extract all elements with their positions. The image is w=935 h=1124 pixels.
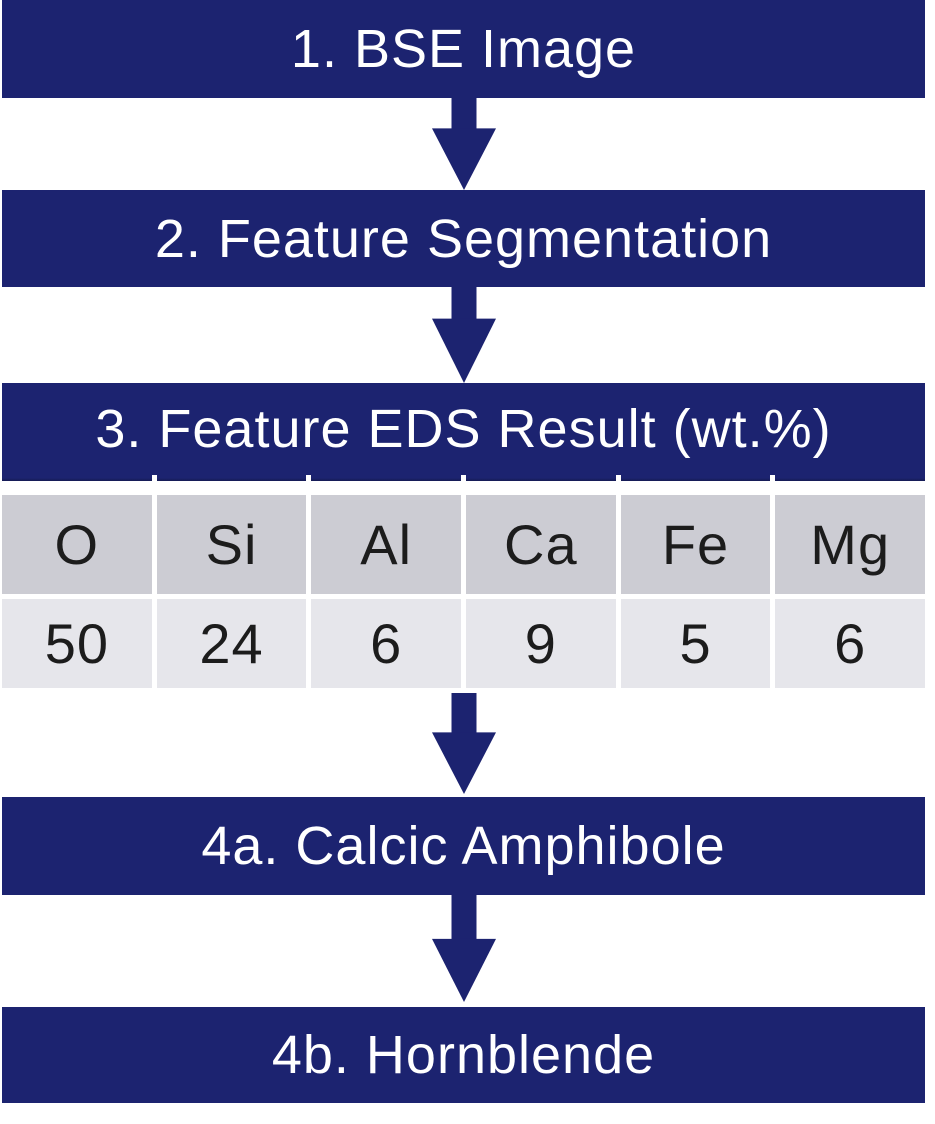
- table-edge-segment: [156, 475, 307, 481]
- eds-value-cell-ca: 9: [466, 599, 616, 688]
- flow-arrow-4: [2, 895, 925, 1002]
- eds-value-cell-fe: 5: [620, 599, 771, 688]
- step-1-bse-image-banner: 1. BSE Image: [2, 0, 925, 98]
- eds-header-cell-si: Si: [156, 495, 307, 594]
- eds-table-value-row: 50 24 6 9 5 6: [2, 599, 926, 688]
- table-edge-segment: [466, 475, 616, 481]
- eds-value-cell-al: 6: [311, 599, 462, 688]
- step-2-feature-segmentation-banner: 2. Feature Segmentation: [2, 190, 925, 287]
- table-edge-segment: [2, 475, 152, 481]
- eds-value-cell-o: 50: [2, 599, 152, 688]
- table-edge-segment: [311, 475, 462, 481]
- step-4a-calcic-amphibole-banner: 4a. Calcic Amphibole: [2, 797, 925, 895]
- step-4b-hornblende-banner: 4b. Hornblende: [2, 1007, 925, 1103]
- eds-value-cell-si: 24: [156, 599, 307, 688]
- eds-header-cell-mg: Mg: [775, 495, 926, 594]
- step-1-label: 1. BSE Image: [290, 19, 637, 79]
- eds-header-cell-fe: Fe: [620, 495, 771, 594]
- arrow-down-icon: [431, 895, 496, 1002]
- eds-value-cell-mg: 6: [775, 599, 926, 688]
- eds-table-header-row: O Si Al Ca Fe Mg: [2, 495, 926, 594]
- flow-arrow-3: [2, 693, 925, 794]
- step-2-label: 2. Feature Segmentation: [154, 208, 773, 269]
- table-top-edge-strip: [2, 475, 926, 481]
- arrow-down-icon: [431, 693, 496, 794]
- flow-arrow-2: [2, 287, 925, 383]
- step-3-feature-eds-result-banner: 3. Feature EDS Result (wt.%): [2, 383, 925, 475]
- eds-header-cell-al: Al: [311, 495, 462, 594]
- step-4a-label: 4a. Calcic Amphibole: [201, 816, 726, 876]
- flow-arrow-1: [2, 98, 925, 190]
- step-4b-label: 4b. Hornblende: [271, 1025, 656, 1085]
- table-edge-segment: [775, 475, 926, 481]
- eds-header-cell-o: O: [2, 495, 152, 594]
- arrow-down-icon: [431, 98, 496, 190]
- arrow-down-icon: [431, 287, 496, 383]
- step-3-label: 3. Feature EDS Result (wt.%): [95, 399, 832, 459]
- table-edge-segment: [620, 475, 771, 481]
- eds-header-cell-ca: Ca: [466, 495, 616, 594]
